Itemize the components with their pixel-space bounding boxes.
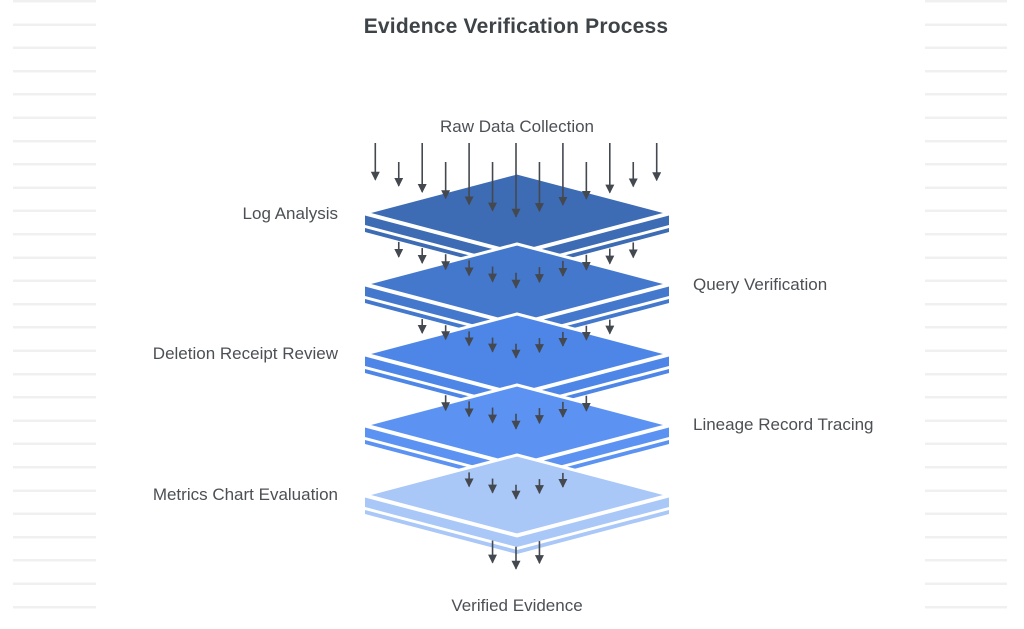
layer-label-metrics-chart-evaluation: Metrics Chart Evaluation — [152, 485, 338, 504]
layer-side-band-3 — [365, 356, 669, 406]
layer-label-log-analysis: Log Analysis — [242, 204, 338, 223]
layer-side-band-5 — [365, 497, 669, 547]
layer-side-band-1 — [365, 215, 669, 265]
flow-arrows-gap-3 — [441, 395, 591, 430]
layer-side-band-4 — [365, 427, 669, 477]
layer-side-band-2 — [365, 286, 669, 336]
flow-arrows-gap-5 — [488, 540, 544, 570]
layer-label-deletion-receipt-review: Deletion Receipt Review — [152, 344, 338, 363]
flow-arrows-gap-0 — [370, 143, 662, 218]
flow-arrows-gap-1 — [394, 241, 638, 289]
left-edge-stripe-pattern — [13, 0, 96, 629]
page-title: Evidence Verification Process — [363, 15, 669, 38]
output-stage-label: Verified Evidence — [451, 596, 583, 615]
flow-arrows-gap-2 — [417, 319, 615, 359]
flow-arrows-gap-4 — [464, 472, 568, 500]
layer-label-lineage-record-tracing: Lineage Record Tracing — [693, 415, 874, 434]
input-stage-label: Raw Data Collection — [439, 117, 595, 136]
right-edge-stripe-pattern — [925, 0, 1007, 629]
layer-label-query-verification: Query Verification — [693, 275, 828, 294]
